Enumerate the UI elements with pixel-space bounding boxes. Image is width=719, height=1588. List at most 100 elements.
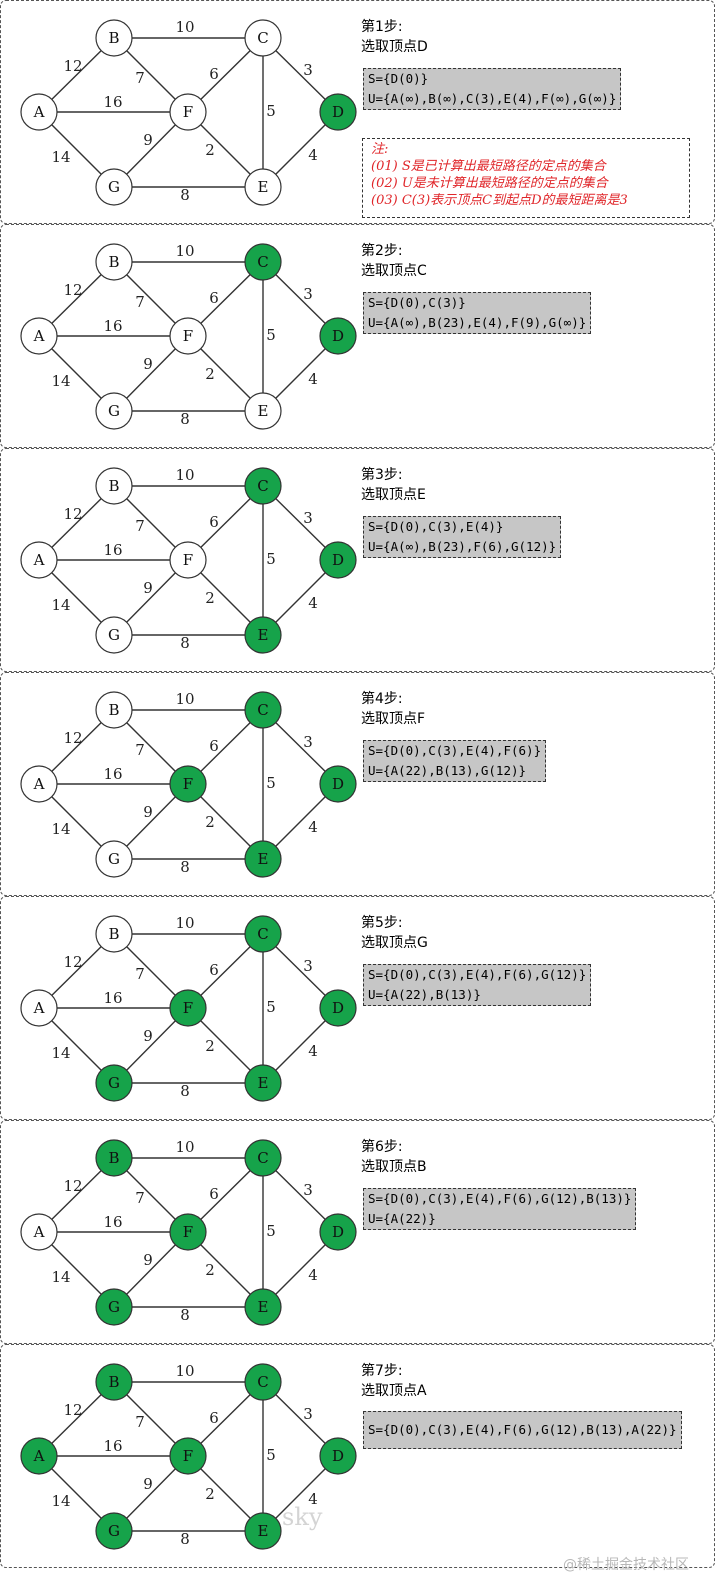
- edge-weight-A-B: 12: [63, 505, 82, 523]
- node-A-selected: [20, 1437, 58, 1475]
- node-label-C: C: [257, 29, 268, 47]
- edge-weight-C-D: 3: [303, 61, 313, 79]
- node-B: [95, 915, 133, 953]
- node-label-A: A: [33, 1223, 45, 1241]
- edge-weight-A-F: 16: [103, 317, 122, 335]
- node-label-A: A: [33, 1447, 45, 1465]
- node-label-C: C: [257, 701, 268, 719]
- step-number: 第2步:: [361, 243, 403, 259]
- edge-weight-F-E: 2: [205, 589, 215, 607]
- set-box: S={D(0),C(3),E(4),F(6)}U={A(22),B(13),G(…: [363, 740, 547, 782]
- edge-weight-F-G: 9: [143, 1027, 153, 1045]
- node-G: [95, 168, 133, 206]
- node-label-D: D: [332, 775, 344, 793]
- edge-weight-F-E: 2: [205, 365, 215, 383]
- node-label-A: A: [33, 327, 45, 345]
- node-label-G: G: [108, 626, 120, 644]
- edge-weight-C-F: 6: [209, 737, 219, 755]
- node-label-G: G: [108, 402, 120, 420]
- node-label-E: E: [258, 1522, 269, 1540]
- node-F: [169, 541, 207, 579]
- set-s: S={D(0),C(3),E(4),F(6),G(12)}: [368, 967, 587, 982]
- edge-weight-D-E: 4: [308, 594, 318, 612]
- edge-weight-C-E: 5: [266, 550, 276, 568]
- edge-weight-A-F: 16: [103, 93, 122, 111]
- edge-weight-G-E: 8: [180, 1530, 190, 1548]
- node-A: [20, 1213, 58, 1251]
- node-A: [20, 93, 58, 131]
- edge-weight-F-E: 2: [205, 813, 215, 831]
- node-A: [20, 317, 58, 355]
- edge-weight-B-F: 7: [135, 741, 145, 759]
- step-number: 第5步:: [361, 915, 403, 931]
- set-s: S={D(0),C(3),E(4),F(6),G(12),B(13)}: [368, 1191, 632, 1206]
- node-C-selected: [244, 243, 282, 281]
- edge-weight-C-D: 3: [303, 1181, 313, 1199]
- edge-weight-B-C: 10: [175, 690, 194, 708]
- edge-weight-C-E: 5: [266, 1446, 276, 1464]
- node-G: [95, 616, 133, 654]
- node-label-F: F: [183, 551, 193, 569]
- node-label-F: F: [183, 103, 193, 121]
- note-line-2: (02) U是未计算出最短路径的定点的集合: [371, 176, 608, 191]
- node-F-selected: [169, 989, 207, 1027]
- edge-weight-B-F: 7: [135, 1413, 145, 1431]
- note-box: 注: (01) S是已计算出最短路径的定点的集合 (02) U是未计算出最短路径…: [362, 138, 690, 218]
- edge-weight-F-G: 9: [143, 355, 153, 373]
- node-F: [169, 317, 207, 355]
- node-label-E: E: [258, 402, 269, 420]
- set-box: S={D(0),C(3),E(4)}U={A(∞),B(23),F(6),G(1…: [363, 516, 562, 558]
- node-label-G: G: [108, 1298, 120, 1316]
- node-label-G: G: [108, 1522, 120, 1540]
- edge-weight-B-C: 10: [175, 242, 194, 260]
- node-C-selected: [244, 467, 282, 505]
- edge-weight-A-G: 14: [51, 1268, 70, 1286]
- node-label-F: F: [183, 999, 193, 1017]
- node-E-selected: [244, 840, 282, 878]
- edge-weight-A-F: 16: [103, 541, 122, 559]
- node-B: [95, 467, 133, 505]
- node-label-E: E: [258, 1298, 269, 1316]
- node-label-F: F: [183, 327, 193, 345]
- node-label-G: G: [108, 178, 120, 196]
- edge-weight-B-C: 10: [175, 914, 194, 932]
- node-label-D: D: [332, 327, 344, 345]
- node-G: [95, 392, 133, 430]
- edge-weight-D-E: 4: [308, 146, 318, 164]
- step-subtitle: 选取顶点F: [361, 711, 426, 727]
- node-C-selected: [244, 691, 282, 729]
- step-title: 第3步:选取顶点E: [361, 465, 426, 505]
- edge-weight-C-F: 6: [209, 513, 219, 531]
- node-B: [95, 19, 133, 57]
- node-label-C: C: [257, 1373, 268, 1391]
- edge-weight-D-E: 4: [308, 1490, 318, 1508]
- node-G-selected: [95, 1064, 133, 1102]
- set-s: S={D(0),C(3),E(4),F(6),G(12),B(13),A(22)…: [368, 1422, 677, 1437]
- node-C: [244, 19, 282, 57]
- edge-weight-B-F: 7: [135, 517, 145, 535]
- edge-weight-C-D: 3: [303, 509, 313, 527]
- set-u: U={A(∞),B(∞),C(3),E(4),F(∞),G(∞)}: [368, 91, 617, 106]
- edge-weight-B-C: 10: [175, 1138, 194, 1156]
- node-E-selected: [244, 616, 282, 654]
- set-u: U={A(∞),B(23),F(6),G(12)}: [368, 539, 557, 554]
- node-E-selected: [244, 1288, 282, 1326]
- set-s: S={D(0),C(3),E(4),F(6)}: [368, 743, 542, 758]
- node-label-E: E: [258, 626, 269, 644]
- edge-weight-A-F: 16: [103, 765, 122, 783]
- edge-weight-G-E: 8: [180, 410, 190, 428]
- node-label-E: E: [258, 178, 269, 196]
- node-label-A: A: [33, 103, 45, 121]
- node-label-B: B: [108, 1373, 119, 1391]
- node-G: [95, 840, 133, 878]
- edge-weight-F-G: 9: [143, 803, 153, 821]
- edge-weight-D-E: 4: [308, 1042, 318, 1060]
- node-C-selected: [244, 915, 282, 953]
- edge-weight-G-E: 8: [180, 1082, 190, 1100]
- node-F-selected: [169, 1213, 207, 1251]
